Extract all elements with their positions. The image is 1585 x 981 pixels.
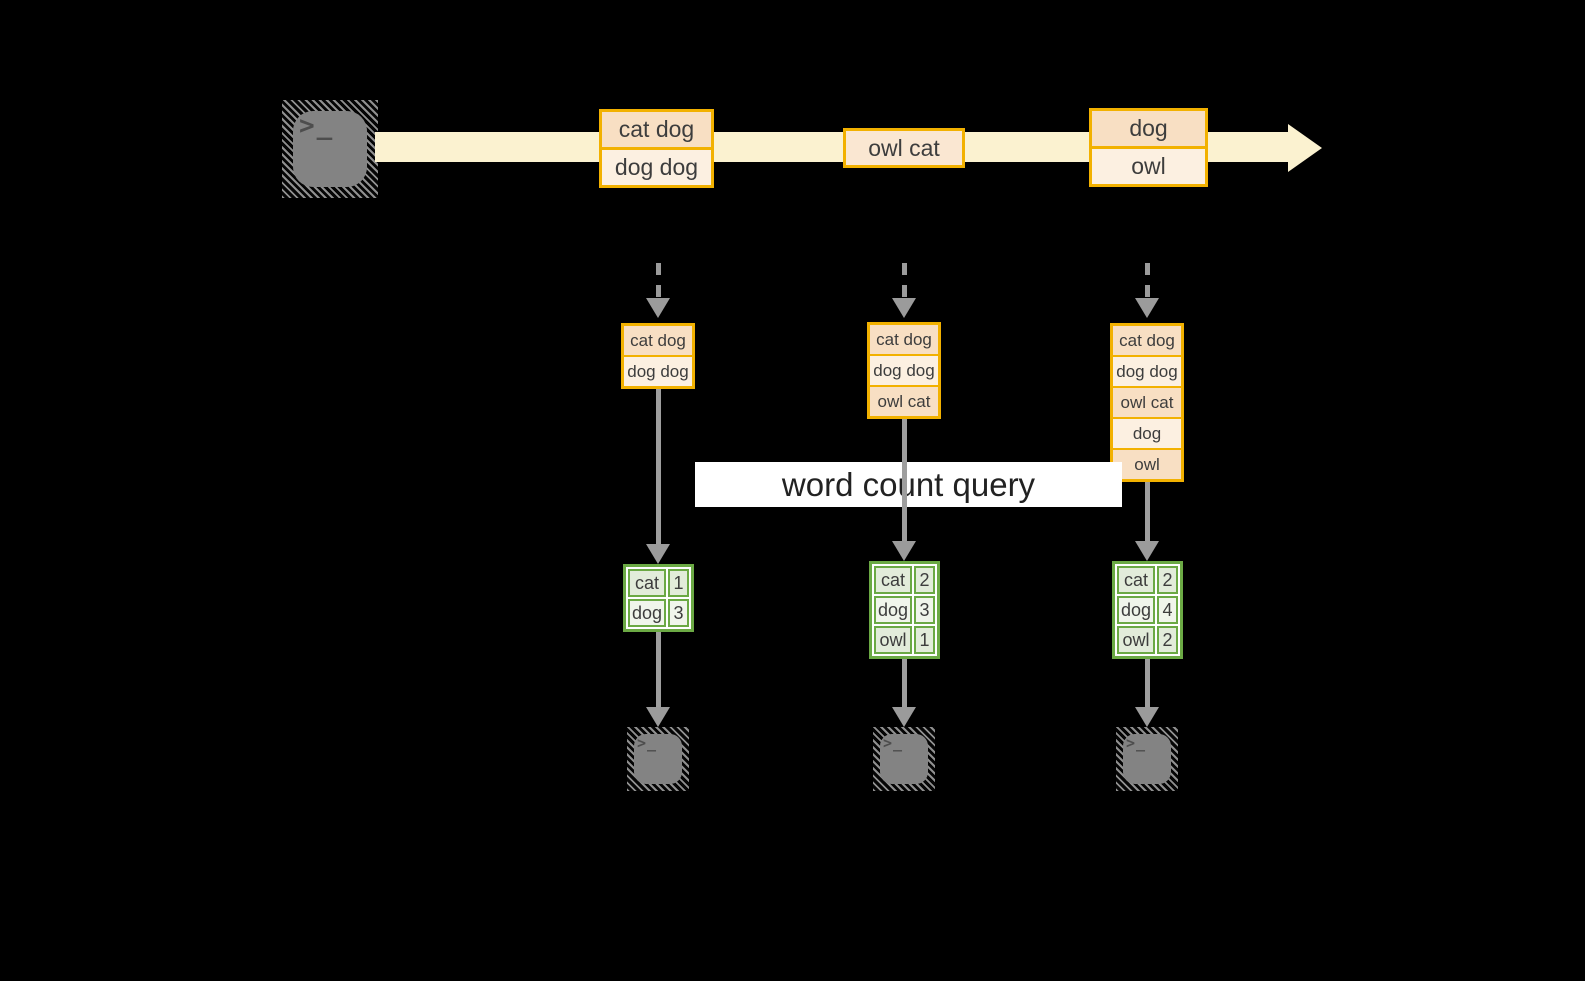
down-arrow-icon (646, 298, 670, 318)
state-row: dog dog (624, 355, 692, 386)
terminal-screen (293, 111, 367, 187)
ingest-dashed-connector (902, 263, 907, 300)
down-arrow-icon (1135, 707, 1159, 727)
state-stack-3: cat dog dog dog owl cat dog owl (1110, 323, 1184, 482)
terminal-prompt-icon: >_ (883, 734, 904, 752)
terminal-prompt-icon: >_ (299, 111, 335, 141)
state-stack-1: cat dog dog dog (621, 323, 695, 389)
word-cell: owl (874, 626, 912, 654)
down-arrow-icon (892, 541, 916, 561)
output-connector (656, 632, 661, 709)
table-row: cat 2 (874, 566, 935, 594)
message-line: cat dog (602, 112, 711, 147)
state-row: dog dog (870, 354, 938, 385)
state-row: owl cat (870, 385, 938, 416)
word-count-table-3: cat 2 dog 4 owl 2 (1112, 561, 1183, 659)
word-cell: dog (874, 596, 912, 624)
down-arrow-icon (646, 707, 670, 727)
word-cell: dog (1117, 596, 1155, 624)
word-count-table-1: cat 1 dog 3 (623, 564, 694, 632)
down-arrow-icon (892, 707, 916, 727)
state-row: dog dog (1113, 355, 1181, 386)
count-cell: 4 (1157, 596, 1178, 624)
ingest-dashed-connector (1145, 263, 1150, 300)
count-cell: 2 (914, 566, 935, 594)
source-terminal-icon: >_ (282, 100, 378, 198)
state-row: cat dog (870, 325, 938, 354)
sink-terminal-icon: >_ (627, 727, 689, 791)
down-arrow-icon (892, 298, 916, 318)
terminal-prompt-icon: >_ (1126, 734, 1147, 752)
word-count-query-label: word count query (695, 462, 1122, 507)
state-row: cat dog (624, 326, 692, 355)
ingest-dashed-connector (656, 263, 661, 300)
message-line: dog dog (602, 147, 711, 185)
down-arrow-icon (1135, 298, 1159, 318)
output-connector (1145, 659, 1150, 709)
state-row: dog (1113, 417, 1181, 448)
state-row: cat dog (1113, 326, 1181, 355)
message-line: owl cat (846, 131, 962, 165)
word-count-table-2: cat 2 dog 3 owl 1 (869, 561, 940, 659)
count-cell: 1 (914, 626, 935, 654)
state-stack-2: cat dog dog dog owl cat (867, 322, 941, 419)
terminal-screen (1123, 734, 1171, 784)
state-row: owl cat (1113, 386, 1181, 417)
word-cell: cat (874, 566, 912, 594)
count-cell: 2 (1157, 566, 1178, 594)
word-cell: dog (628, 599, 666, 627)
sink-terminal-icon: >_ (1116, 727, 1178, 791)
table-row: cat 2 (1117, 566, 1178, 594)
output-connector (902, 659, 907, 709)
count-cell: 1 (668, 569, 689, 597)
stream-message-1: cat dog dog dog (599, 109, 714, 188)
table-row: dog 3 (874, 596, 935, 624)
table-row: owl 1 (874, 626, 935, 654)
word-cell: cat (628, 569, 666, 597)
stream-message-3: dog owl (1089, 108, 1208, 187)
terminal-prompt-icon: >_ (637, 734, 658, 752)
down-arrow-icon (646, 544, 670, 564)
sink-terminal-icon: >_ (873, 727, 935, 791)
table-row: dog 4 (1117, 596, 1178, 624)
word-cell: owl (1117, 626, 1155, 654)
table-row: owl 2 (1117, 626, 1178, 654)
terminal-screen (880, 734, 928, 784)
state-row: owl (1113, 448, 1181, 479)
down-arrow-icon (1135, 541, 1159, 561)
count-cell: 3 (914, 596, 935, 624)
query-connector (1145, 482, 1150, 543)
word-cell: cat (1117, 566, 1155, 594)
terminal-screen (634, 734, 682, 784)
table-row: cat 1 (628, 569, 689, 597)
count-cell: 3 (668, 599, 689, 627)
stream-arrowhead-icon (1288, 124, 1322, 172)
message-line: dog (1092, 111, 1205, 146)
query-connector (902, 419, 907, 543)
count-cell: 2 (1157, 626, 1178, 654)
message-line: owl (1092, 146, 1205, 184)
table-row: dog 3 (628, 599, 689, 627)
query-connector (656, 389, 661, 546)
stream-message-2: owl cat (843, 128, 965, 168)
